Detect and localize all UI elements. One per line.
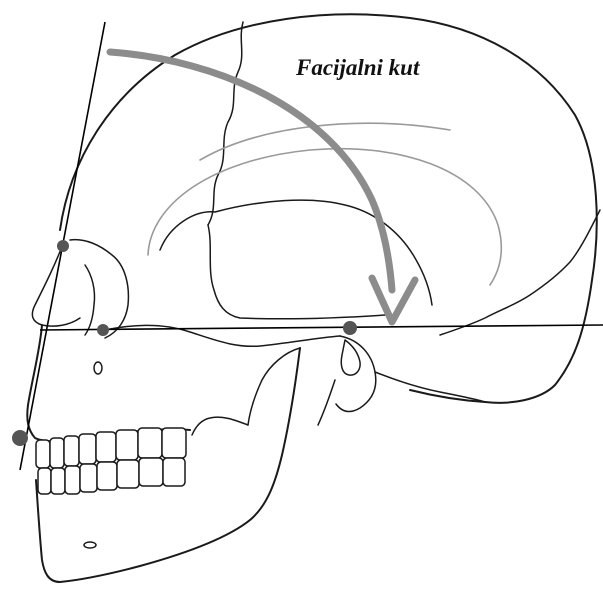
nasion-point (57, 240, 69, 252)
nasal-outline (32, 244, 80, 326)
sphenoid-outline (208, 225, 385, 319)
occipital-base (375, 372, 485, 402)
orbitale-point (97, 324, 109, 336)
porion-point (343, 321, 357, 335)
infraorbital-foramen (94, 362, 102, 374)
facial-angle-arc (110, 52, 392, 290)
orbit-outline (70, 240, 128, 338)
coronoid-process (192, 417, 248, 435)
prosthion-point (12, 430, 28, 446)
lambdoid-suture (440, 210, 600, 335)
styloid-process (318, 380, 335, 425)
mandible-ramus-notch (248, 348, 300, 425)
mental-foramen (84, 542, 96, 548)
diagram-title: Facijalni kut (296, 55, 419, 81)
external-acoustic-meatus (341, 340, 360, 375)
temporal-line-upper (200, 123, 450, 160)
maxilla-outline (27, 325, 190, 441)
coronal-suture (208, 22, 243, 225)
orbit-inner (85, 265, 95, 335)
temporal-line-lower (148, 149, 501, 285)
